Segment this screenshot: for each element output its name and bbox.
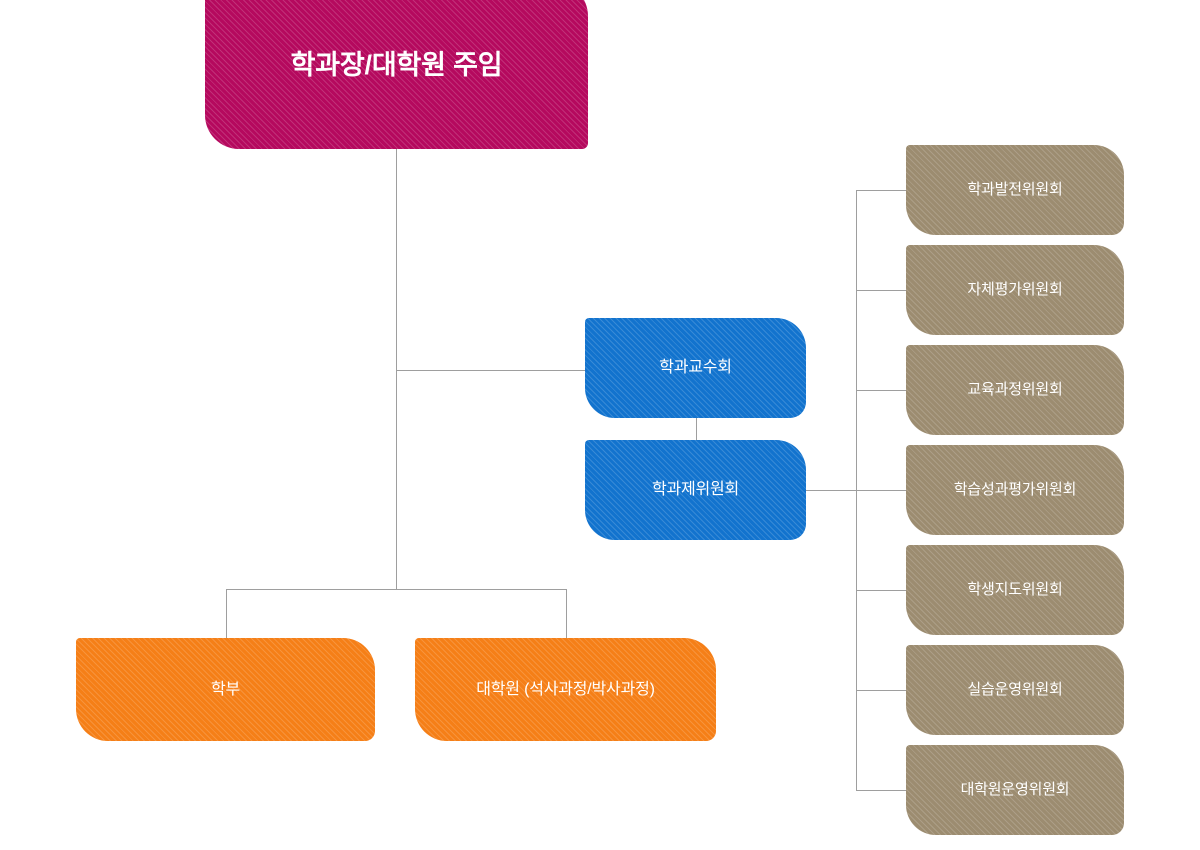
node-faculty-council[interactable]: 학과교수회 [585,318,806,418]
node-committee-practicum-operations[interactable]: 실습운영위원회 [906,645,1124,735]
connector-program-drop-left [226,589,227,640]
node-committee-curriculum-label: 교육과정위원회 [967,380,1063,398]
node-committee-practicum-operations-label: 실습운영위원회 [967,680,1063,698]
node-graduate-program-label: 대학원 (석사과정/박사과정) [476,680,655,698]
connector-committee-stub-3 [856,390,908,391]
node-committee-student-guidance-label: 학생지도위원회 [967,580,1063,598]
node-department-head-label: 학과장/대학원 주임 [290,49,503,80]
connector-committee-stub-2 [856,290,908,291]
connector-root-trunk [396,148,397,590]
node-committee-graduate-operations-label: 대학원운영위원회 [960,780,1070,798]
node-committee-graduate-operations[interactable]: 대학원운영위원회 [906,745,1124,835]
connector-program-drop-right [566,589,567,640]
node-faculty-council-label: 학과교수회 [659,359,732,376]
node-committee-student-guidance[interactable]: 학생지도위원회 [906,545,1124,635]
connector-program-bar [226,589,567,590]
node-committee-learning-outcomes[interactable]: 학습성과평가위원회 [906,445,1124,535]
node-undergraduate-program[interactable]: 학부 [76,638,375,741]
connector-between-councils [696,418,697,442]
connector-committee-stub-4 [856,490,908,491]
node-committee-self-evaluation-label: 자체평가위원회 [967,280,1063,298]
node-committee-department-development-label: 학과발전위원회 [967,180,1063,198]
connector-committee-stub-1 [856,190,908,191]
node-committee-learning-outcomes-label: 학습성과평가위원회 [953,480,1077,498]
connector-committee-stub-5 [856,590,908,591]
connector-committee-stub-7 [856,790,908,791]
node-department-committees-body[interactable]: 학과제위원회 [585,440,806,540]
node-committee-self-evaluation[interactable]: 자체평가위원회 [906,245,1124,335]
connector-council-to-committee-spine [806,490,857,491]
node-graduate-program[interactable]: 대학원 (석사과정/박사과정) [415,638,716,741]
node-committee-curriculum[interactable]: 교육과정위원회 [906,345,1124,435]
node-committee-department-development[interactable]: 학과발전위원회 [906,145,1124,235]
node-department-committees-body-label: 학과제위원회 [651,481,740,498]
connector-root-to-council [396,370,586,371]
node-department-head[interactable]: 학과장/대학원 주임 [205,0,588,149]
connector-committee-stub-6 [856,690,908,691]
node-undergraduate-program-label: 학부 [210,680,241,698]
